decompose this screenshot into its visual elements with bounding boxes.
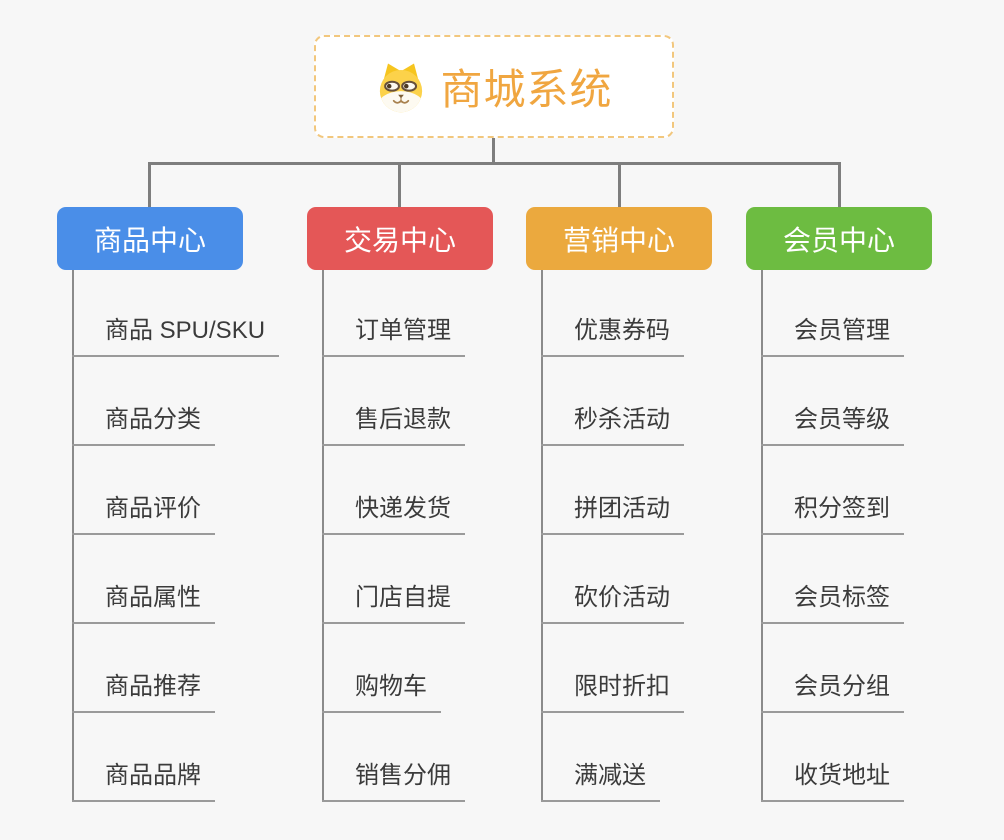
leaf-label: 商品分类 <box>105 406 201 433</box>
leaf-node[interactable]: 优惠券码 <box>541 314 684 357</box>
branch-node-trade-center[interactable]: 交易中心 <box>307 207 493 270</box>
leaf-label: 销售分佣 <box>355 762 451 789</box>
leaf-node[interactable]: 会员等级 <box>761 403 904 446</box>
leaf-node[interactable]: 商品评价 <box>72 492 215 535</box>
leaf-label: 商品 SPU/SKU <box>105 317 266 344</box>
leaf-node[interactable]: 商品 SPU/SKU <box>72 314 280 357</box>
leaf-node[interactable]: 秒杀活动 <box>541 403 684 446</box>
leaf-label: 订单管理 <box>355 317 451 344</box>
leaf-node[interactable]: 销售分佣 <box>322 759 465 802</box>
branch-node-marketing-center[interactable]: 营销中心 <box>526 207 712 270</box>
leaf-node[interactable]: 满减送 <box>541 759 660 802</box>
branch-label: 交易中心 <box>343 224 456 256</box>
branch-label: 商品中心 <box>93 224 206 256</box>
connector-root-stub <box>492 138 495 164</box>
leaf-label: 砍价活动 <box>574 584 670 611</box>
connector-trunk-trade-center <box>322 270 324 802</box>
leaf-node[interactable]: 商品品牌 <box>72 759 215 802</box>
branch-label: 营销中心 <box>562 224 675 256</box>
leaf-label: 积分签到 <box>794 495 890 522</box>
leaf-node[interactable]: 拼团活动 <box>541 492 684 535</box>
leaf-label: 商品评价 <box>105 495 201 522</box>
leaf-node[interactable]: 会员标签 <box>761 581 904 624</box>
leaf-label: 购物车 <box>355 673 427 700</box>
leaf-label: 秒杀活动 <box>574 406 670 433</box>
leaf-label: 拼团活动 <box>574 495 670 522</box>
leaf-node[interactable]: 商品推荐 <box>72 670 215 713</box>
leaf-node[interactable]: 砍价活动 <box>541 581 684 624</box>
connector-drop-trade-center <box>398 162 401 208</box>
leaf-node[interactable]: 限时折扣 <box>541 670 684 713</box>
leaf-label: 商品属性 <box>105 584 201 611</box>
connector-drop-marketing-center <box>618 162 621 208</box>
connector-trunk-product-center <box>72 270 74 802</box>
connector-horizontal-bar <box>148 162 841 165</box>
leaf-node[interactable]: 售后退款 <box>322 403 465 446</box>
branch-node-member-center[interactable]: 会员中心 <box>746 207 932 270</box>
leaf-label: 商品品牌 <box>105 762 201 789</box>
leaf-node[interactable]: 商品分类 <box>72 403 215 446</box>
leaf-label: 会员等级 <box>794 406 890 433</box>
leaf-node[interactable]: 积分签到 <box>761 492 904 535</box>
connector-drop-member-center <box>838 162 841 208</box>
leaf-node[interactable]: 会员分组 <box>761 670 904 713</box>
connector-trunk-member-center <box>761 270 763 802</box>
dog-face-icon <box>380 62 423 112</box>
leaf-node[interactable]: 快递发货 <box>322 492 465 535</box>
leaf-label: 满减送 <box>574 762 646 789</box>
leaf-node[interactable]: 商品属性 <box>72 581 215 624</box>
connector-trunk-marketing-center <box>541 270 543 802</box>
branch-node-product-center[interactable]: 商品中心 <box>57 207 243 270</box>
branch-label: 会员中心 <box>782 224 895 256</box>
leaf-label: 收货地址 <box>794 762 890 789</box>
leaf-label: 会员管理 <box>794 317 890 344</box>
leaf-node[interactable]: 订单管理 <box>322 314 465 357</box>
leaf-label: 售后退款 <box>355 406 451 433</box>
leaf-label: 限时折扣 <box>574 673 670 700</box>
leaf-label: 快递发货 <box>355 495 451 522</box>
leaf-node[interactable]: 购物车 <box>322 670 441 713</box>
leaf-node[interactable]: 门店自提 <box>322 581 465 624</box>
leaf-node[interactable]: 收货地址 <box>761 759 904 802</box>
root-node[interactable]: 商城系统 <box>314 35 674 138</box>
root-title: 商城系统 <box>440 66 613 113</box>
leaf-label: 会员分组 <box>794 673 890 700</box>
leaf-label: 门店自提 <box>355 584 451 611</box>
leaf-label: 优惠券码 <box>574 317 670 344</box>
leaf-label: 会员标签 <box>794 584 890 611</box>
leaf-node[interactable]: 会员管理 <box>761 314 904 357</box>
connector-drop-product-center <box>148 162 151 208</box>
leaf-label: 商品推荐 <box>105 673 201 700</box>
